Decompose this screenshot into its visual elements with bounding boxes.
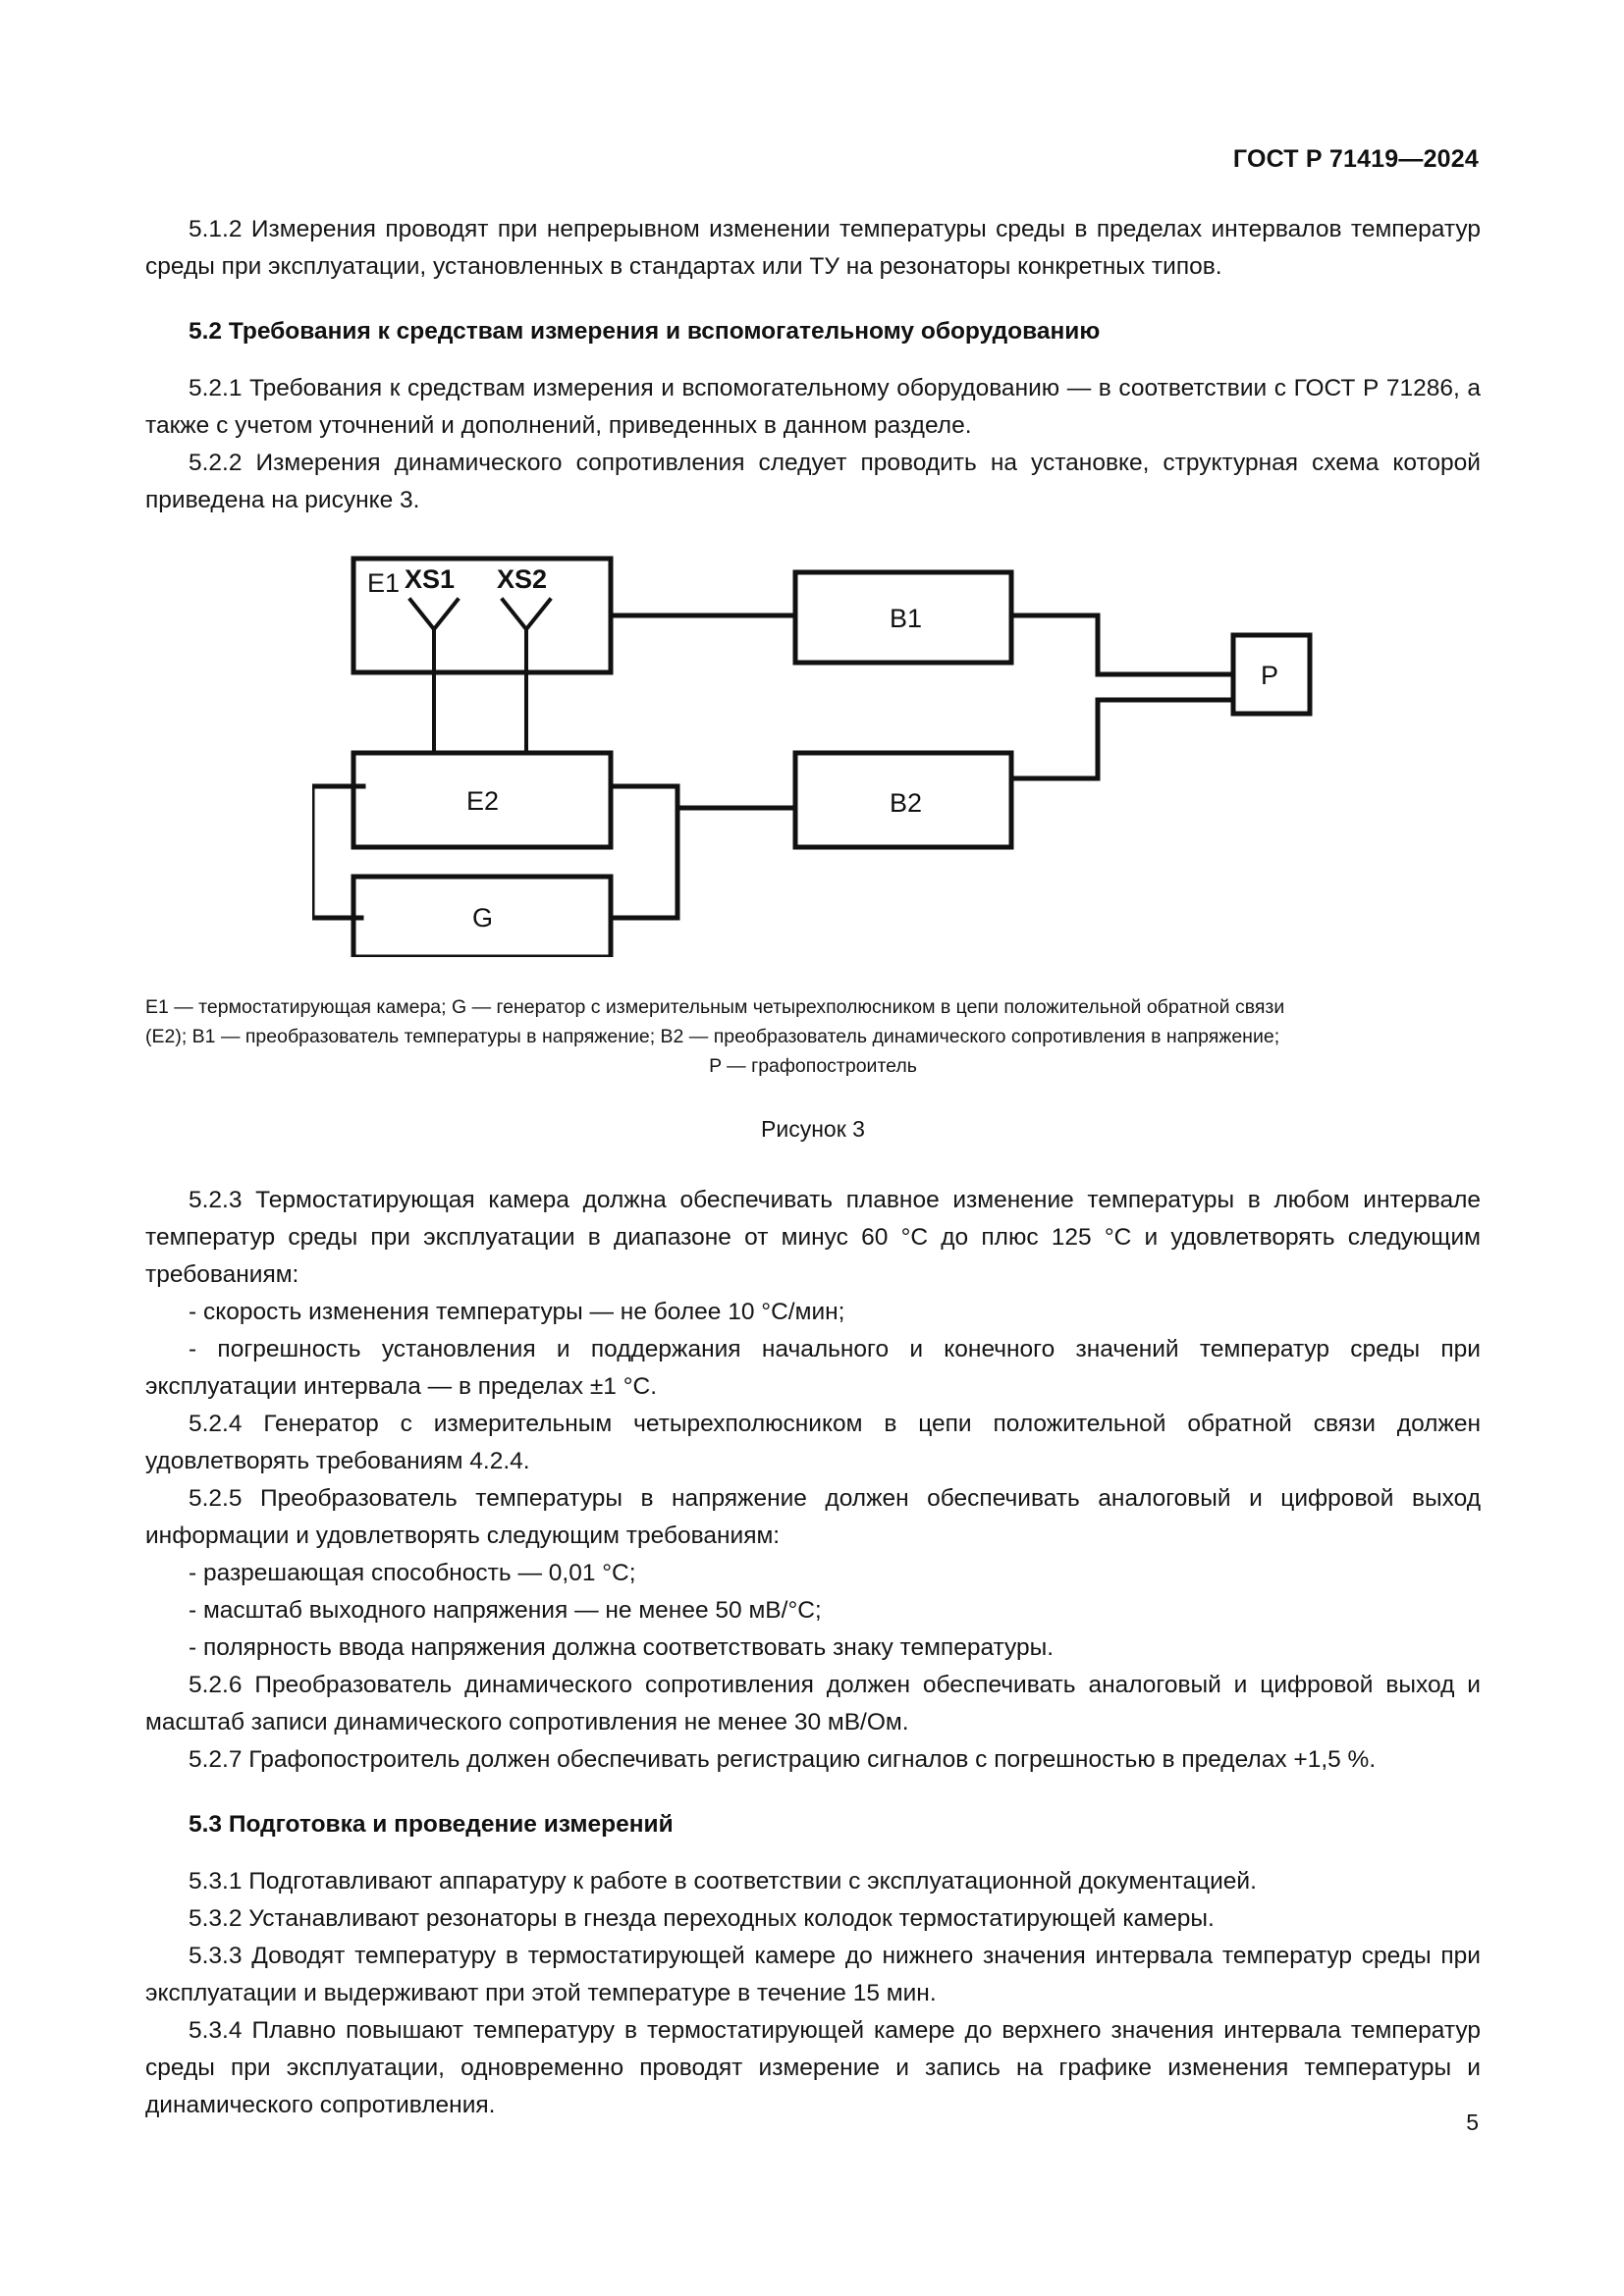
paragraph-5-3-4: 5.3.4 Плавно повышают температуру в терм… [145,2012,1481,2124]
bullet-5-2-5-2-text: - масштаб выходного напряжения — не мене… [189,1597,822,1624]
paragraph-5-3-3: 5.3.3 Доводят температуру в термостатиру… [145,1938,1481,2012]
document-body: 5.1.2 Измерения проводят при непрерывном… [145,211,1481,2124]
loop-left-e2-g [312,783,364,921]
paragraph-5-2-7: 5.2.7 Графопостроитель должен обеспечива… [145,1741,1481,1779]
block-b2-label: B2 [890,788,922,818]
figure-3-caption: E1 — термостатирующая камера; G — генера… [145,992,1481,1081]
socket-xs2-vee [500,597,553,633]
heading-5-3-text: 5.3 Подготовка и проведение измерений [189,1811,674,1838]
paragraph-5-2-5: 5.2.5 Преобразователь температуры в напр… [145,1480,1481,1555]
bullet-5-2-3-1: - скорость изменения температуры — не бо… [145,1294,1481,1331]
block-e1-label: E1 [367,568,400,598]
figure-caption-line-1: E1 — термостатирующая камера; G — генера… [145,996,1285,1018]
paragraph-5-1-2-text: 5.1.2 Измерения проводят при непрерывном… [145,216,1481,280]
paragraph-5-3-1-text: 5.3.1 Подготавливают аппаратуру к работе… [189,1868,1257,1895]
paragraph-5-3-4-text: 5.3.4 Плавно повышают температуру в терм… [145,2017,1481,2118]
bullet-5-2-3-2: - погрешность установления и поддержания… [145,1331,1481,1406]
paragraph-5-1-2: 5.1.2 Измерения проводят при непрерывном… [145,211,1481,286]
paragraph-5-3-3-text: 5.3.3 Доводят температуру в термостатиру… [145,1943,1481,2006]
heading-5-2: 5.2 Требования к средствам измерения и в… [145,315,1481,348]
block-p-label: P [1261,661,1278,690]
page-number: 5 [1466,2109,1479,2135]
paragraph-5-2-1: 5.2.1 Требования к средствам измерения и… [145,370,1481,445]
paragraph-5-2-1-text: 5.2.1 Требования к средствам измерения и… [145,375,1481,439]
block-b2-rect [792,750,1014,850]
bullet-5-2-3-1-text: - скорость изменения температуры — не бо… [189,1299,845,1325]
heading-5-2-text: 5.2 Требования к средствам измерения и в… [189,318,1101,345]
paragraph-5-2-3-text: 5.2.3 Термостатирующая камера должна обе… [145,1187,1481,1288]
block-e2-rect [351,750,614,850]
bullet-5-2-5-2: - масштаб выходного напряжения — не мене… [145,1592,1481,1629]
figure-caption-line-3: P — графопостроитель [709,1055,917,1077]
socket-xs1-label: XS1 [405,564,455,594]
bullet-5-2-3-2-text: - погрешность установления и поддержания… [145,1336,1481,1400]
figure-3-schematic: E1 XS1 XS2 E2 G B1 B2 P [312,556,1313,957]
page-header-standard-number: ГОСТ Р 71419—2024 [1232,145,1479,173]
figure-3: E1 XS1 XS2 E2 G B1 B2 P [145,545,1481,967]
link-b1-to-p [1008,613,1236,677]
socket-xs2-label: XS2 [497,564,547,594]
block-e2-label: E2 [466,786,499,816]
paragraph-5-3-2: 5.3.2 Устанавливают резонаторы в гнезда … [145,1900,1481,1938]
paragraph-5-2-2-text: 5.2.2 Измерения динамического сопротивле… [145,450,1481,513]
bullet-5-2-5-3: - полярность ввода напряжения должна соо… [145,1629,1481,1667]
heading-5-3: 5.3 Подготовка и проведение измерений [145,1808,1481,1842]
paragraph-5-2-4-text: 5.2.4 Генератор с измерительным четырехп… [145,1411,1481,1474]
paragraph-5-2-6-text: 5.2.6 Преобразователь динамического сопр… [145,1672,1481,1735]
paragraph-5-2-2: 5.2.2 Измерения динамического сопротивле… [145,445,1481,519]
bullet-5-2-5-1-text: - разрешающая способность — 0,01 °C; [189,1560,636,1586]
paragraph-5-2-5-text: 5.2.5 Преобразователь температуры в напр… [145,1485,1481,1549]
paragraph-5-3-2-text: 5.3.2 Устанавливают резонаторы в гнезда … [189,1905,1215,1932]
link-b2-to-p [1008,697,1236,781]
paragraph-5-2-7-text: 5.2.7 Графопостроитель должен обеспечива… [189,1746,1377,1773]
socket-xs1-vee [407,597,460,633]
block-g-label: G [472,903,493,933]
paragraph-5-2-3: 5.2.3 Термостатирующая камера должна обе… [145,1182,1481,1294]
loop-right-e2-g [608,783,680,921]
bullet-5-2-5-1: - разрешающая способность — 0,01 °C; [145,1555,1481,1592]
block-p-rect [1230,632,1313,717]
figure-caption-line-2: (E2); B1 — преобразователь температуры в… [145,1026,1280,1047]
paragraph-5-2-4: 5.2.4 Генератор с измерительным четырехп… [145,1406,1481,1480]
paragraph-5-2-6: 5.2.6 Преобразователь динамического сопр… [145,1667,1481,1741]
block-b1-label: B1 [890,604,922,633]
bullet-5-2-5-3-text: - полярность ввода напряжения должна соо… [189,1634,1055,1661]
paragraph-5-3-1: 5.3.1 Подготавливают аппаратуру к работе… [145,1863,1481,1900]
figure-3-number: Рисунок 3 [761,1116,865,1142]
